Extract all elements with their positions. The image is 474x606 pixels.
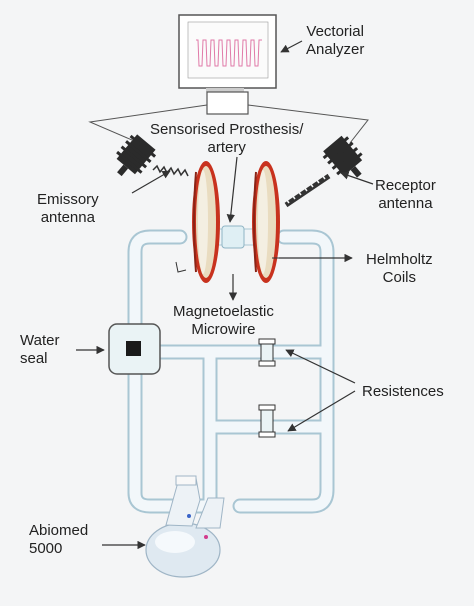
signal-wires <box>88 104 369 144</box>
label-water-seal-line1: Water <box>20 332 60 349</box>
label-vectorial-analyzer-line2: Analyzer <box>306 41 365 58</box>
label-magnetoelastic-microwire-line1: Magnetoelastic <box>173 303 274 320</box>
monitor-icon <box>178 14 277 115</box>
label-sensorised-prosthesis-line1: Sensorised Prosthesis/ <box>150 121 304 138</box>
label-abiomed-line1: Abiomed <box>29 522 89 539</box>
pump-icon <box>145 475 225 578</box>
label-water-seal: Water seal <box>20 332 59 368</box>
water-seal-icon <box>108 323 161 375</box>
label-magnetoelastic-microwire-line2: Microwire <box>191 321 256 338</box>
label-abiomed-line2: 5000 <box>29 540 63 557</box>
label-emissory-antenna-line1: Emissory <box>37 191 99 208</box>
antenna-icon <box>116 134 189 177</box>
label-magnetoelastic-microwire: Magnetoelastic Microwire <box>173 303 274 339</box>
label-helmholtz-coils-line2: Coils <box>382 269 417 286</box>
resistor-icon <box>258 404 276 438</box>
label-abiomed: Abiomed 5000 <box>29 522 88 558</box>
label-receptor-antenna-line1: Receptor <box>375 177 436 194</box>
annotation-arrows <box>76 40 374 550</box>
label-emissory-antenna-line2: antenna <box>40 209 95 226</box>
coil-icon <box>192 161 220 283</box>
label-water-seal-line2: seal <box>20 350 48 367</box>
resistor-icon <box>258 338 276 367</box>
label-resistences: Resistences <box>362 383 444 400</box>
label-sensorised-prosthesis: Sensorised Prosthesis/ artery <box>150 121 303 157</box>
label-receptor-antenna-line2: antenna <box>378 195 433 212</box>
label-sensorised-prosthesis-line2: artery <box>207 139 246 156</box>
coil-icon <box>252 161 280 283</box>
label-vectorial-analyzer-line1: Vectorial <box>306 23 364 40</box>
label-helmholtz-coils: Helmholtz Coils <box>366 251 433 287</box>
label-receptor-antenna: Receptor antenna <box>375 177 436 213</box>
tubing-circuit <box>127 229 335 514</box>
label-helmholtz-coils-line1: Helmholtz <box>366 251 433 268</box>
label-vectorial-analyzer: Vectorial Analyzer <box>306 23 364 59</box>
coil-lead <box>175 261 187 273</box>
antenna-icon <box>284 135 363 208</box>
label-emissory-antenna: Emissory antenna <box>37 191 99 227</box>
